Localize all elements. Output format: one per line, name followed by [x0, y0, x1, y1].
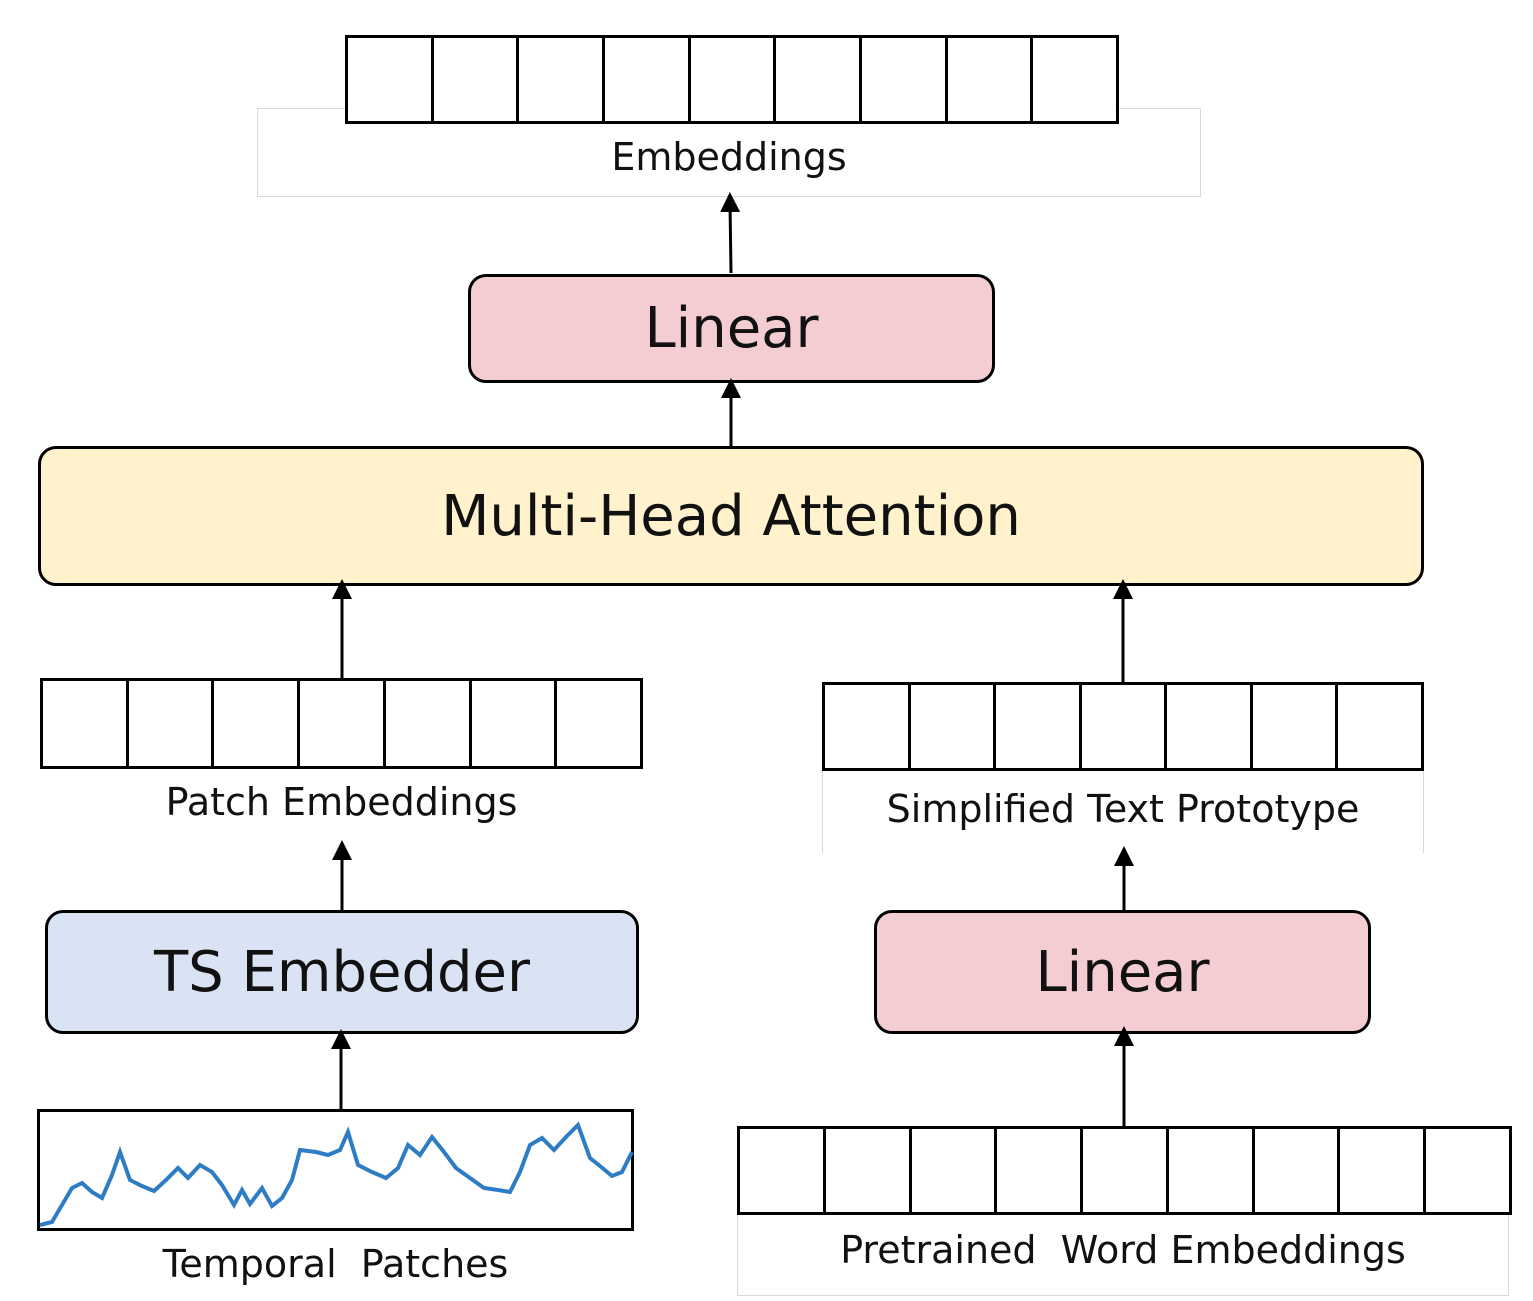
text-prototype-frame — [822, 760, 1424, 853]
embedding-cell — [300, 681, 386, 766]
patch-embedding-vector — [40, 678, 643, 769]
ts-embedder-block: TS Embedder — [45, 910, 639, 1034]
embedding-cell — [826, 1129, 912, 1212]
embedding-cell — [519, 38, 606, 121]
temporal-patches-box — [37, 1109, 634, 1231]
arrow-linear-to-embeddings — [720, 192, 741, 274]
embedding-cell — [1255, 1129, 1341, 1212]
linear-top-label: Linear — [644, 296, 819, 361]
linear-bottom-block: Linear — [874, 910, 1371, 1034]
embedding-cell — [605, 38, 691, 121]
embedding-cell — [43, 681, 129, 766]
embedding-cell — [434, 38, 520, 121]
ts-embedder-label: TS Embedder — [153, 939, 531, 1005]
embedding-cell — [862, 38, 948, 121]
embedding-cell — [997, 1129, 1084, 1212]
embedding-cell — [1169, 1129, 1255, 1212]
embedding-cell — [1083, 1129, 1169, 1212]
linear-bottom-label: Linear — [1035, 939, 1210, 1005]
output-embedding-vector — [345, 35, 1119, 124]
multi-head-attention-block: Multi-Head Attention — [38, 446, 1424, 586]
embedding-cell — [214, 681, 301, 766]
multi-head-attention-label: Multi-Head Attention — [441, 483, 1021, 549]
word-embeddings-label: Pretrained Word Embeddings — [840, 1228, 1406, 1272]
embedding-cell — [129, 681, 215, 766]
embedding-cell — [911, 685, 997, 768]
embedding-cell — [996, 685, 1082, 768]
word-embedding-vector — [737, 1126, 1512, 1215]
output-embeddings-label: Embeddings — [611, 135, 847, 179]
embedding-cell — [776, 38, 863, 121]
embedding-cell — [948, 38, 1034, 121]
embedding-cell — [740, 1129, 826, 1212]
patch-embeddings-label: Patch Embeddings — [165, 780, 518, 824]
embedding-cell — [1253, 685, 1339, 768]
embedding-cell — [472, 681, 558, 766]
embedding-cell — [691, 38, 777, 121]
temporal-series-line — [39, 1121, 634, 1227]
embedding-cell — [825, 685, 911, 768]
embedding-cell — [1082, 685, 1168, 768]
text-prototype-label: Simplified Text Prototype — [886, 787, 1360, 831]
embedding-cell — [386, 681, 472, 766]
text-prototype-vector — [822, 682, 1424, 771]
embedding-cell — [1167, 685, 1253, 768]
embedding-cell — [912, 1129, 998, 1212]
embedding-cell — [1340, 1129, 1427, 1212]
temporal-patches-label: Temporal Patches — [162, 1242, 509, 1286]
embedding-cell — [348, 38, 434, 121]
